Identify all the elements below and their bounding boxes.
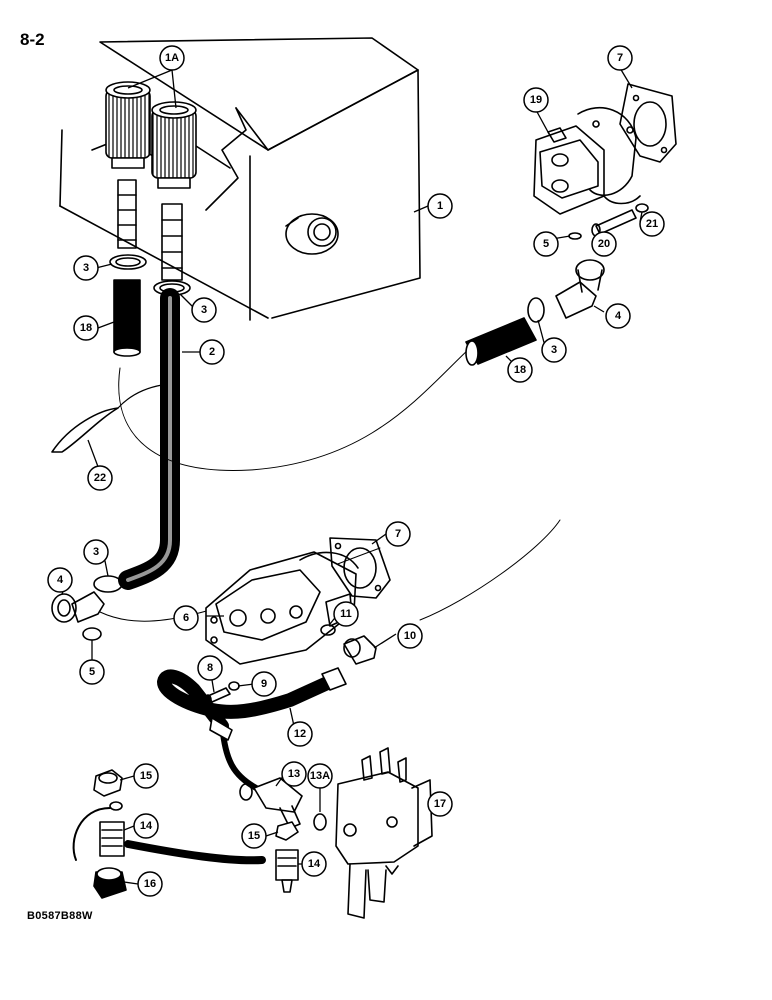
svg-text:13A: 13A (310, 770, 330, 782)
svg-text:3: 3 (551, 344, 557, 356)
callout-3-b: 3 (191, 297, 217, 323)
callout-11: 11 (333, 601, 359, 627)
callout-1: 1 (427, 193, 453, 219)
callout-7-lower: 7 (385, 521, 411, 547)
callout-3-a: 3 (73, 255, 99, 281)
svg-text:8: 8 (207, 662, 213, 674)
callout-14-right: 14 (301, 851, 327, 877)
cap-fitting-top (93, 769, 123, 797)
hose-end-fittings (209, 667, 347, 741)
test-coupler-right (275, 821, 299, 893)
svg-text:16: 16 (144, 878, 156, 890)
svg-text:22: 22 (94, 472, 106, 484)
svg-text:11: 11 (340, 608, 352, 620)
svg-text:4: 4 (615, 310, 622, 322)
svg-text:2: 2 (209, 346, 215, 358)
pressure-elbow-fitting (320, 624, 377, 665)
upper-hydraulic-pump (533, 106, 641, 240)
svg-text:17: 17 (434, 798, 446, 810)
figure-code: B0587B88W (27, 910, 93, 922)
svg-text:20: 20 (598, 238, 610, 250)
pump-gasket-upper (619, 83, 677, 163)
svg-text:18: 18 (514, 364, 526, 376)
svg-text:10: 10 (404, 630, 416, 642)
svg-text:12: 12 (294, 728, 306, 740)
svg-text:9: 9 (261, 678, 267, 690)
callout-13: 13 (281, 761, 307, 787)
callout-7-upper: 7 (607, 45, 633, 71)
svg-text:7: 7 (395, 528, 401, 540)
filter-element-left (105, 81, 151, 169)
svg-text:21: 21 (646, 218, 658, 230)
callout-5-upper: 5 (533, 231, 559, 257)
callout-9: 9 (251, 671, 277, 697)
test-gauge-hose (124, 840, 266, 865)
svg-text:15: 15 (248, 830, 260, 842)
callout-5-lower: 5 (79, 659, 105, 685)
callout-15-bottom: 15 (241, 823, 267, 849)
page-number: 8-2 (20, 30, 45, 49)
svg-text:1: 1 (437, 200, 443, 212)
callout-13a: 13A (307, 763, 333, 789)
tank-outlet-fittings (117, 179, 183, 281)
callout-17: 17 (427, 791, 453, 817)
svg-text:7: 7 (617, 52, 623, 64)
callout-1a: 1A (159, 45, 185, 71)
pump-gasket-lower (329, 537, 391, 599)
callout-8: 8 (197, 655, 223, 681)
callout-18-right: 18 (507, 357, 533, 383)
svg-text:5: 5 (543, 238, 549, 250)
svg-text:1A: 1A (165, 52, 179, 64)
svg-text:5: 5 (89, 666, 95, 678)
callout-21: 21 (639, 211, 665, 237)
svg-text:6: 6 (183, 612, 189, 624)
filter-element-right (151, 101, 197, 189)
elbow-fitting-lower (51, 591, 105, 641)
callout-18-left: 18 (73, 315, 99, 341)
elbow-fitting-upper (555, 259, 605, 319)
o-ring (313, 813, 327, 831)
callout-16: 16 (137, 871, 163, 897)
svg-text:15: 15 (140, 770, 152, 782)
svg-text:3: 3 (83, 262, 89, 274)
svg-text:13: 13 (288, 768, 300, 780)
callout-19: 19 (523, 87, 549, 113)
short-hose-left (113, 279, 141, 357)
control-valve (335, 747, 433, 919)
tee-fitting (239, 777, 303, 829)
svg-text:14: 14 (308, 858, 321, 870)
callout-2: 2 (199, 339, 225, 365)
bolt-and-washer (591, 203, 649, 237)
svg-text:19: 19 (530, 94, 542, 106)
svg-text:4: 4 (57, 574, 64, 586)
callout-15-top: 15 (133, 763, 159, 789)
callout-12: 12 (287, 721, 313, 747)
test-coupler-left (72, 801, 127, 899)
callout-10: 10 (397, 623, 423, 649)
callout-6: 6 (173, 605, 199, 631)
callout-22: 22 (87, 465, 113, 491)
svg-text:3: 3 (201, 304, 207, 316)
callout-4-upper: 4 (605, 303, 631, 329)
pressure-hose (157, 669, 341, 733)
callout-balloons: 1A 1 19 7 5 20 (47, 45, 665, 897)
svg-text:3: 3 (93, 546, 99, 558)
short-hose-right (465, 317, 537, 366)
callout-20: 20 (591, 231, 617, 257)
callout-3-d: 3 (83, 539, 109, 565)
callout-4-lower: 4 (47, 567, 73, 593)
svg-text:14: 14 (140, 820, 153, 832)
callout-14-left: 14 (133, 813, 159, 839)
callout-3-c: 3 (541, 337, 567, 363)
cable-tie (51, 384, 163, 453)
svg-text:18: 18 (80, 322, 92, 334)
hydraulic-reservoir (59, 37, 421, 321)
